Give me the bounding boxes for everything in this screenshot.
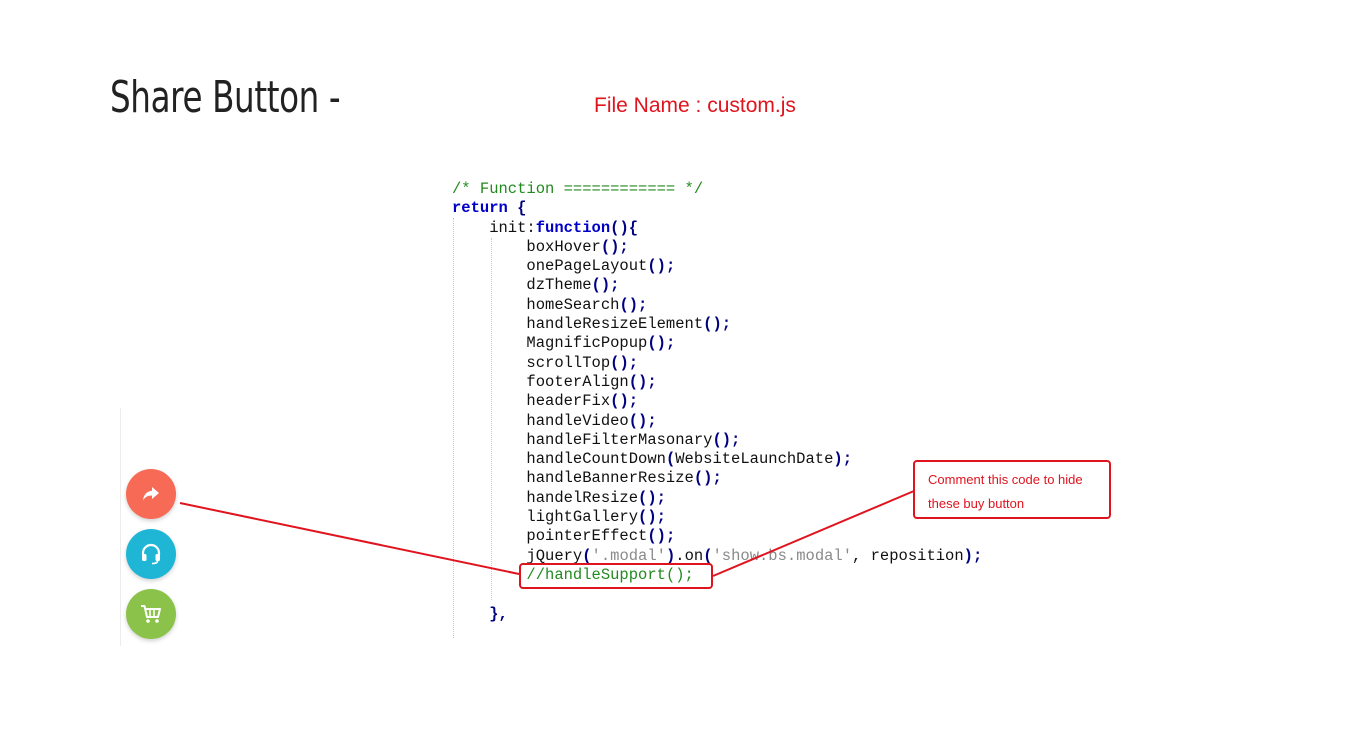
pointer-line-share <box>179 502 520 575</box>
share-button[interactable] <box>126 469 176 519</box>
indent-guide <box>453 218 454 638</box>
support-button[interactable] <box>126 529 176 579</box>
code-line: }, <box>489 604 508 623</box>
code-line: handleFilterMasonary(); <box>452 430 741 449</box>
indent-guide <box>491 238 492 600</box>
code-line: scrollTop(); <box>452 353 639 372</box>
headset-icon <box>141 543 161 565</box>
code-line: boxHover(); <box>452 237 629 256</box>
code-line: dzTheme(); <box>452 276 620 295</box>
code-line: handleCountDown(WebsiteLaunchDate); <box>452 450 852 469</box>
file-name-label: File Name : custom.js <box>594 94 796 117</box>
code-line: return { <box>452 199 527 218</box>
code-line: MagnificPopup(); <box>452 334 676 353</box>
cart-button[interactable] <box>126 589 176 639</box>
highlight-box <box>519 563 713 589</box>
code-line: onePageLayout(); <box>452 257 676 276</box>
share-icon <box>143 487 159 501</box>
code-line: footerAlign(); <box>452 372 657 391</box>
code-line: pointerEffect(); <box>452 527 676 546</box>
code-line: //handleSupport(); <box>452 566 982 585</box>
code-line: /* Function ============ */ <box>452 180 704 198</box>
side-strip <box>120 408 121 646</box>
callout-line-1: Comment this code to hide <box>928 472 1083 487</box>
code-line: handelResize(); <box>452 488 666 507</box>
callout-note: Comment this code to hide these buy butt… <box>913 460 1111 519</box>
code-line: jQuery('.modal').on('show.bs.modal', rep… <box>452 546 983 565</box>
code-line: lightGallery(); <box>452 508 666 527</box>
commented-handle-support: //handleSupport(); <box>526 565 694 584</box>
code-line: init:function(){ <box>452 218 639 237</box>
code-snippet: /* Function ============ */ return { ini… <box>452 180 982 624</box>
code-line: handleVideo(); <box>452 411 657 430</box>
pointer-line-callout <box>712 490 915 577</box>
callout-line-2: these buy button <box>928 496 1025 511</box>
code-line: handleBannerResize(); <box>452 469 722 488</box>
cart-icon <box>141 605 161 623</box>
code-line: handleResizeElement(); <box>452 315 732 334</box>
page-title: Share Button - <box>110 72 341 123</box>
code-line: homeSearch(); <box>452 295 648 314</box>
code-line: headerFix(); <box>452 392 639 411</box>
